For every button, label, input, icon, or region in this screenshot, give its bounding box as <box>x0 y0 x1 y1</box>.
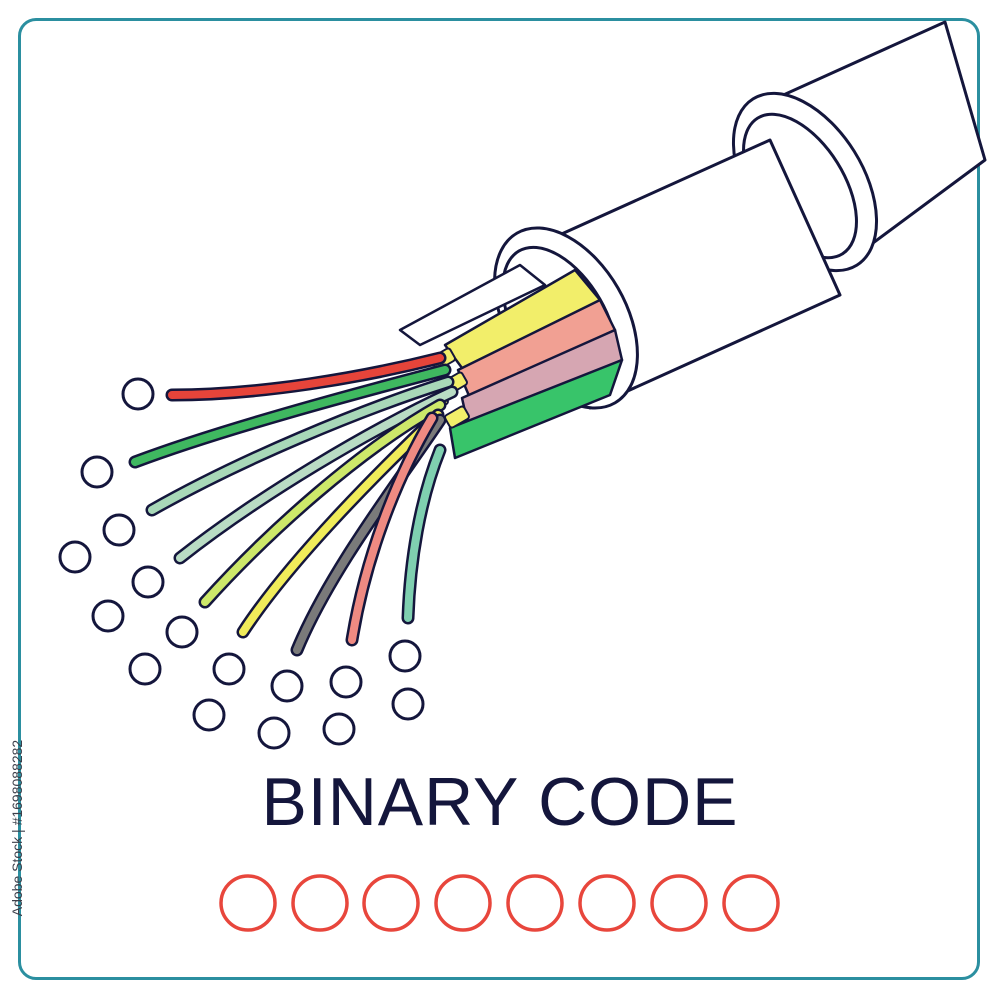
binary-circle <box>650 874 708 932</box>
light-pulse-dots <box>58 377 425 750</box>
binary-circle <box>722 874 780 932</box>
light-dot <box>102 513 136 547</box>
wire-yellow-green <box>198 398 447 609</box>
light-dot <box>121 377 155 411</box>
fiber-bundle-tubes <box>398 263 624 460</box>
binary-circle <box>506 874 564 932</box>
light-dot <box>270 669 304 703</box>
light-dot <box>322 712 356 746</box>
light-dot <box>165 615 199 649</box>
wire-salmon <box>345 411 439 647</box>
binary-circle <box>434 874 492 932</box>
light-dot <box>391 687 425 721</box>
light-dot <box>80 455 114 489</box>
ferrule-4 <box>444 405 470 429</box>
light-dot <box>329 665 363 699</box>
teal-rounded-frame <box>18 18 980 980</box>
light-dot <box>128 652 162 686</box>
light-dot <box>131 565 165 599</box>
wire-red <box>165 351 447 402</box>
binary-circle <box>219 874 277 932</box>
light-dot <box>257 716 291 750</box>
binary-circles-row <box>219 874 780 932</box>
binary-code-title: BINARY CODE <box>261 764 739 840</box>
wire-pale-green-2 <box>173 385 459 565</box>
binary-circle <box>578 874 636 932</box>
bundle-tube-sheath-flap <box>398 263 547 347</box>
wire-green <box>128 363 452 469</box>
bundle-tube-green <box>448 358 624 460</box>
stock-id-label: Adobe Stock | #1698088282 <box>9 739 25 917</box>
light-dot <box>388 639 422 673</box>
wire-pale-green <box>145 375 455 517</box>
binary-circle <box>291 874 349 932</box>
light-dot <box>212 652 246 686</box>
wire-mint <box>401 443 447 625</box>
binary-circle <box>362 874 420 932</box>
light-dot <box>58 540 92 574</box>
light-dot <box>192 698 226 732</box>
light-dot <box>91 599 125 633</box>
fiber-wires <box>128 351 459 657</box>
